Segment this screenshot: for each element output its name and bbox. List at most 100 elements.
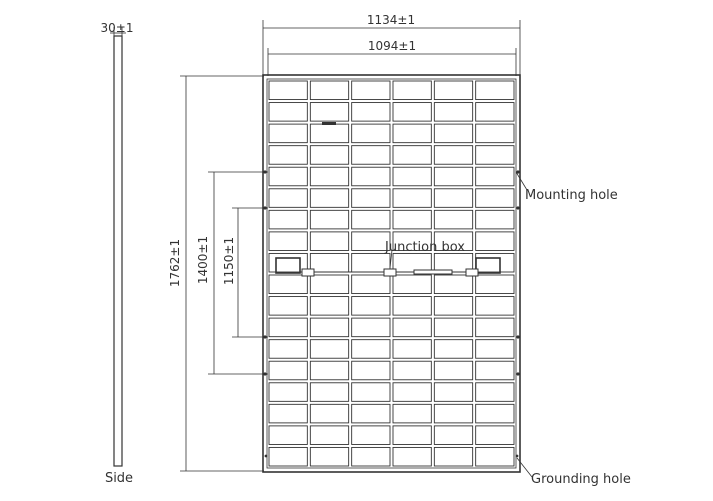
junction-box-label: Junction box xyxy=(384,240,465,255)
solar-cell xyxy=(475,145,515,165)
hole-marker xyxy=(263,206,267,210)
width-dimensions: 1134±1 1094±1 xyxy=(262,13,521,78)
grounding-hole-marker xyxy=(515,454,519,458)
side-view: 30±1 Side xyxy=(101,21,134,486)
solar-cell xyxy=(433,188,474,208)
solar-cell xyxy=(433,446,474,467)
solar-cell xyxy=(475,339,515,359)
solar-cell xyxy=(351,317,391,338)
solar-cell xyxy=(475,403,515,424)
solar-cell xyxy=(392,188,432,208)
solar-cell xyxy=(268,188,308,208)
solar-cell xyxy=(351,446,391,467)
solar-cell xyxy=(268,166,308,187)
solar-cell xyxy=(433,231,474,251)
solar-cell xyxy=(268,274,308,295)
junction-boxes xyxy=(275,257,501,277)
solar-cell xyxy=(392,123,432,144)
solar-cell xyxy=(351,274,391,295)
solar-cell xyxy=(392,317,432,338)
solar-cell xyxy=(475,274,515,295)
solar-cell xyxy=(392,446,432,467)
solar-cell xyxy=(392,274,432,295)
hole-marker xyxy=(516,206,520,210)
solar-cell xyxy=(433,166,474,187)
solar-cell xyxy=(392,252,432,273)
mounting-hole-leader xyxy=(515,171,528,191)
junction-box-right xyxy=(475,257,501,274)
solar-cell xyxy=(268,446,308,467)
hole-marker xyxy=(263,335,267,339)
solar-cell xyxy=(268,339,308,359)
solar-cell xyxy=(309,403,350,424)
solar-cell xyxy=(433,274,474,295)
solar-cell xyxy=(309,123,350,144)
solar-cell xyxy=(309,274,350,295)
callouts: Mounting hole Junction box Grounding hol… xyxy=(384,171,631,487)
grounding-hole-marker xyxy=(264,454,268,458)
overall-length-label: 1762±1 xyxy=(168,239,182,287)
solar-cell xyxy=(309,425,350,445)
mounting-hole-label: Mounting hole xyxy=(525,188,618,203)
solar-cell xyxy=(309,382,350,402)
solar-cell xyxy=(475,209,515,230)
solar-cell xyxy=(433,425,474,445)
solar-cell xyxy=(268,102,308,122)
solar-cell xyxy=(351,166,391,187)
panel-outer-frame xyxy=(262,74,521,473)
solar-cell xyxy=(309,339,350,359)
hole-marker xyxy=(516,170,520,174)
solar-cell xyxy=(309,446,350,467)
solar-cell xyxy=(475,317,515,338)
side-label: Side xyxy=(105,471,133,486)
solar-cell xyxy=(351,360,391,381)
solar-cell xyxy=(309,317,350,338)
solar-cell xyxy=(309,80,350,101)
solar-cell xyxy=(351,425,391,445)
solar-cell xyxy=(268,317,308,338)
frame-thickness-label: 30±1 xyxy=(101,21,134,35)
cable-center xyxy=(413,269,453,275)
solar-cell xyxy=(351,188,391,208)
solar-cell xyxy=(309,296,350,316)
solar-cell xyxy=(433,145,474,165)
solar-cell xyxy=(475,360,515,381)
solar-cell xyxy=(309,102,350,122)
connector-left xyxy=(301,268,315,277)
solar-cell xyxy=(475,166,515,187)
solar-cell xyxy=(268,80,308,101)
solar-cell xyxy=(392,382,432,402)
solar-cell xyxy=(268,425,308,445)
solar-cell xyxy=(433,403,474,424)
cell-grid xyxy=(268,80,515,467)
solar-cell xyxy=(433,80,474,101)
junction-box-leader xyxy=(389,249,393,269)
hole-marker xyxy=(516,335,520,339)
solar-cell xyxy=(268,209,308,230)
solar-cell xyxy=(268,382,308,402)
label-marker xyxy=(322,122,336,125)
solar-cell xyxy=(351,339,391,359)
solar-cell xyxy=(475,296,515,316)
hole-marker xyxy=(263,372,267,376)
inner-width-label: 1094±1 xyxy=(368,39,416,53)
length-dimensions: 1762±1 1400±1 1150±1 xyxy=(168,75,268,472)
connector-center xyxy=(383,268,397,277)
solar-cell xyxy=(268,360,308,381)
outer-hole-spacing-label: 1400±1 xyxy=(196,236,210,284)
solar-cell xyxy=(475,123,515,144)
side-frame xyxy=(113,35,123,467)
solar-cell xyxy=(475,382,515,402)
solar-cell xyxy=(392,145,432,165)
solar-cell xyxy=(351,80,391,101)
solar-cell xyxy=(392,102,432,122)
solar-cell xyxy=(433,123,474,144)
solar-cell xyxy=(309,360,350,381)
solar-cell xyxy=(433,339,474,359)
panel-inner-frame xyxy=(266,78,517,469)
solar-cell xyxy=(268,145,308,165)
solar-cell xyxy=(309,252,350,273)
solar-cell xyxy=(351,209,391,230)
solar-cell xyxy=(433,360,474,381)
